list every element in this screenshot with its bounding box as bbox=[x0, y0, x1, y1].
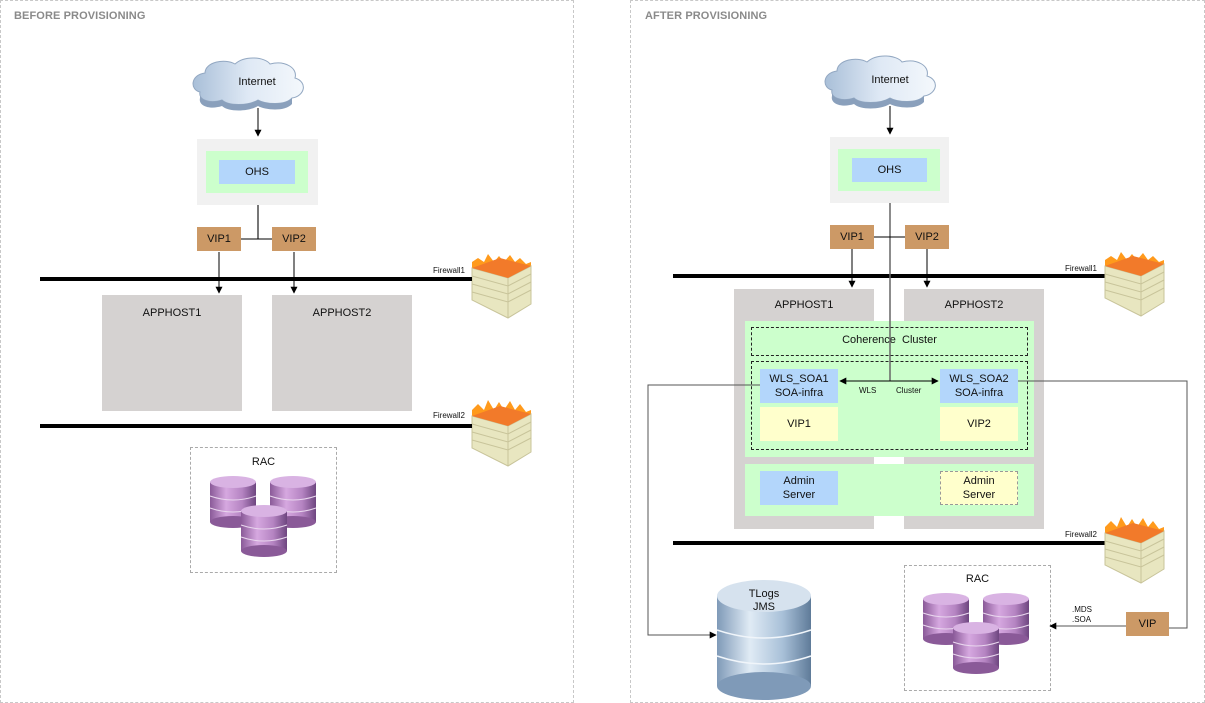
wls-label: WLS bbox=[859, 386, 877, 395]
tlogs-line1: TLogs bbox=[748, 588, 780, 600]
admin2-line1: Admin bbox=[963, 475, 995, 487]
wls-soa2-server: WLS_SOA2 SOA-infra bbox=[940, 369, 1018, 403]
tlogs-line2: JMS bbox=[753, 601, 775, 613]
host1-vip1: VIP1 bbox=[760, 407, 838, 441]
wls-soa1-server: WLS_SOA1 SOA-infra bbox=[760, 369, 838, 403]
before-apphost2: APPHOST2 bbox=[272, 295, 412, 411]
soa-label: .SOA bbox=[1072, 615, 1092, 624]
cloud-icon bbox=[192, 57, 304, 111]
cloud-icon bbox=[824, 55, 936, 109]
before-apphost1-title: APPHOST1 bbox=[142, 307, 202, 319]
before-rac-label: RAC bbox=[251, 456, 276, 468]
after-firewall1-label: Firewall1 bbox=[1065, 264, 1098, 273]
after-firewall2-line bbox=[673, 541, 1105, 545]
host2-vip2: VIP2 bbox=[940, 407, 1018, 441]
before-firewall2-line bbox=[40, 424, 472, 428]
wls-soa2-app: SOA-infra bbox=[954, 387, 1004, 399]
after-vip1: VIP1 bbox=[830, 225, 874, 249]
before-rac-box bbox=[190, 447, 337, 573]
before-ohs-box: OHS bbox=[219, 160, 295, 184]
tlogs-database-icon bbox=[716, 580, 812, 700]
firewall1-icon bbox=[1104, 252, 1165, 317]
after-firewall1-line bbox=[673, 274, 1105, 278]
admin1-line1: Admin bbox=[783, 475, 815, 487]
before-firewall2-label: Firewall2 bbox=[433, 411, 466, 420]
admin-server-active: Admin Server bbox=[760, 471, 838, 505]
before-firewall1-line bbox=[40, 277, 472, 281]
wls-soa1-app: SOA-infra bbox=[774, 387, 824, 399]
cluster-label: Cluster bbox=[896, 386, 922, 395]
before-apphost1: APPHOST1 bbox=[102, 295, 242, 411]
wls-soa2-name: WLS_SOA2 bbox=[949, 373, 1009, 385]
before-firewall1-label: Firewall1 bbox=[433, 266, 466, 275]
after-apphost2-title: APPHOST2 bbox=[944, 299, 1004, 311]
before-vip2: VIP2 bbox=[272, 227, 316, 251]
firewall1-icon bbox=[471, 254, 532, 319]
admin2-line2: Server bbox=[962, 489, 996, 501]
firewall2-icon bbox=[471, 400, 532, 467]
firewall2-icon bbox=[1104, 517, 1165, 584]
db-vip: VIP bbox=[1126, 612, 1169, 636]
before-panel-title: BEFORE PROVISIONING bbox=[14, 10, 146, 22]
wls-soa1-name: WLS_SOA1 bbox=[769, 373, 829, 385]
before-apphost2-title: APPHOST2 bbox=[312, 307, 372, 319]
rac-database-icon bbox=[209, 476, 317, 557]
coherence-cluster-label: Coherence Cluster bbox=[842, 334, 937, 346]
rac-database-icon bbox=[922, 593, 1030, 674]
after-rac-label: RAC bbox=[965, 573, 990, 585]
admin-server-standby: Admin Server bbox=[940, 471, 1018, 505]
after-vip2: VIP2 bbox=[905, 225, 949, 249]
admin1-line2: Server bbox=[782, 489, 816, 501]
before-vip1: VIP1 bbox=[197, 227, 241, 251]
after-panel-title: AFTER PROVISIONING bbox=[645, 10, 768, 22]
mds-label: .MDS bbox=[1072, 605, 1092, 614]
after-internet-label: Internet bbox=[871, 74, 909, 86]
before-internet-label: Internet bbox=[238, 76, 276, 88]
after-apphost1-title: APPHOST1 bbox=[774, 299, 834, 311]
after-ohs-box: OHS bbox=[852, 158, 927, 182]
after-firewall2-label: Firewall2 bbox=[1065, 530, 1098, 539]
